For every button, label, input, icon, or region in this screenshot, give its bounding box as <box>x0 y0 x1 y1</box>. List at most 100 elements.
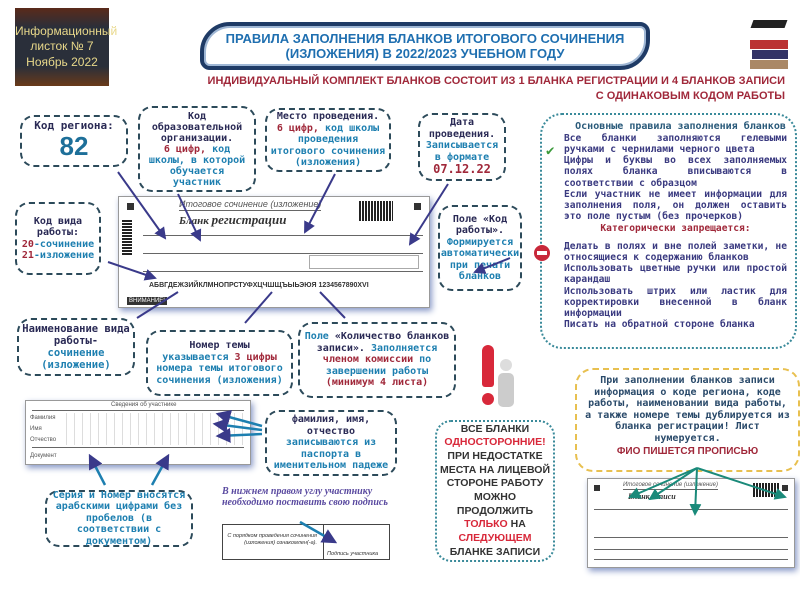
one-sided-notice: ВСЕ БЛАНКИ ОДНОСТОРОННИЕ! ПРИ НЕДОСТАТКЕ… <box>435 420 555 562</box>
callout-title: Код вида работы: <box>33 215 83 239</box>
logo-line: Информационный <box>15 23 118 38</box>
t: ТОЛЬКО НА <box>437 518 553 532</box>
duplicate-info-notice: При заполнении бланков записи информация… <box>575 368 800 472</box>
forbidden-item: Писать на обратной стороне бланка <box>564 319 755 331</box>
signature-instruction: В нижнем правом углу участнику необходим… <box>222 486 388 508</box>
callout-exam-place: Место проведения. 6 цифр, код школы пров… <box>265 108 391 172</box>
callout-text: 6 цифр, код школы, в которой обучается у… <box>143 144 251 188</box>
rules-title: Основные правила заполнения бланков <box>575 121 786 132</box>
callout-title: Поле «Код работы». <box>452 213 508 237</box>
marker <box>127 203 134 210</box>
t: СЛЕДУЮЩЕМ <box>458 531 532 544</box>
callout-text: 6 цифр, код школы проведения итогового с… <box>270 123 386 169</box>
t: номера темы итогового сочинения (изложен… <box>156 363 283 386</box>
form-title: Бланк регистрации <box>179 212 286 229</box>
work-code-field <box>309 255 419 269</box>
callout-text: фамилия, имя, отчество записываются из п… <box>270 414 392 472</box>
callout-work-code: Поле «Код работы». Формируется автоматич… <box>438 205 522 291</box>
callout-title: Наименование вида работы- <box>22 322 130 347</box>
date-format-value: 07.12.22 <box>433 162 491 177</box>
marker <box>414 203 421 210</box>
no-entry-icon <box>534 245 550 261</box>
callout-title: Номер темы <box>189 340 250 351</box>
checkmark-icon: ✔ <box>546 143 555 159</box>
highlight: 6 цифр, <box>163 143 207 155</box>
field-label: Отчество <box>30 437 57 443</box>
exclamation-figure-icon <box>478 345 518 410</box>
subtitle-line: С ОДИНАКОВЫМ КОДОМ РАБОТЫ <box>595 89 785 102</box>
callout-work-type-code: Код вида работы: 20-сочинение 21-изложен… <box>15 202 101 275</box>
books-graduation-cap-icon <box>748 20 793 75</box>
rule-item: Цифры и буквы во всех заполняемых полях … <box>564 155 787 189</box>
callout-rest: сочинение (изложение) <box>41 347 111 372</box>
callout-title: Код образовательной организации. <box>151 110 243 144</box>
callout-series-number: Серия и Номер вносятся арабскими цифрами… <box>45 490 193 547</box>
t: указывается <box>162 351 229 363</box>
form-header: Итоговое сочинение (изложение) <box>179 199 322 211</box>
callout-rest: код школы проведения итогового сочинения… <box>270 122 386 169</box>
t: С порядком проведения сочинения (изложен… <box>227 533 317 546</box>
option-label: -сочинение <box>33 238 95 250</box>
forbidden-item: Делать в полях и вне полей заметки, не о… <box>564 240 787 263</box>
barcode-icon <box>359 201 393 221</box>
option: 21-изложение <box>22 250 94 262</box>
rule-item: Все бланки заполняются гелевыми ручками … <box>564 132 787 155</box>
forbidden-item: Использовать цветные ручки или простой к… <box>564 263 787 286</box>
logo-line: листок № 7 <box>30 39 94 54</box>
callout-record-count: Поле «Количество бланков записи». Заполн… <box>298 322 456 398</box>
t: Бланк <box>179 215 209 227</box>
option-label: -изложение <box>33 250 95 261</box>
t: регистрации <box>211 212 287 227</box>
region-code-value: 82 <box>59 131 89 162</box>
forbidden-title: Категорически запрещается: <box>600 223 751 235</box>
form-header: Итоговое сочинение (изложение) <box>623 482 718 490</box>
letter-cells <box>66 413 246 445</box>
page-title: ПРАВИЛА ЗАПОЛНЕНИЯ БЛАНКОВ ИТОГОВОГО СОЧ… <box>200 22 650 70</box>
code: 21 <box>21 250 34 261</box>
t: членом комиссии <box>322 354 414 366</box>
signature-box-sample: С порядком проведения сочинения (изложен… <box>222 524 390 560</box>
t: ОДНОСТОРОННИЕ! <box>444 436 546 449</box>
t: При заполнении бланков записи информация… <box>585 375 790 444</box>
field-label: Документ <box>30 453 57 459</box>
callout-fio: фамилия, имя, отчество записываются из п… <box>265 410 397 476</box>
barcode-icon <box>753 483 779 497</box>
t: цифры <box>246 351 277 363</box>
rule-item: Если участник не имеет информации для за… <box>564 188 787 223</box>
callout-title: Дата проведения. <box>428 117 496 140</box>
callout-rest: Формируется автоматически при печати бла… <box>440 236 520 283</box>
t: «Количество бланков записи». <box>316 331 450 354</box>
t: Поле <box>304 331 329 343</box>
callout-org-code: Код образовательной организации. 6 цифр,… <box>138 106 256 192</box>
title-line: ПРАВИЛА ЗАПОЛНЕНИЯ БЛАНКОВ ИТОГОВОГО СОЧ… <box>225 31 625 46</box>
t: БЛАНКЕ ЗАПИСИ <box>449 545 541 558</box>
callout-work-name: Наименование вида работы- сочинение (изл… <box>17 318 135 376</box>
t: ТОЛЬКО <box>464 518 508 531</box>
t: ФИО ПИШЕТСЯ ПРОПИСЬЮ <box>616 446 759 457</box>
t: фамилия, имя, отчество <box>291 414 371 437</box>
option: 20-сочинение <box>22 239 94 251</box>
t: записываются из паспорта в именительном … <box>273 437 389 472</box>
callout-label: Код региона: <box>34 118 114 132</box>
barcode-icon <box>122 219 132 255</box>
field-label: Имя <box>30 426 42 432</box>
title-line: (ИЗЛОЖЕНИЯ) В 2022/2023 УЧЕБНОМ ГОДУ <box>285 46 565 61</box>
form-header: Сведения об участнике <box>111 402 177 408</box>
participant-form-sample: Сведения об участнике Фамилия Имя Отчест… <box>25 400 251 465</box>
registration-form-sample: Итоговое сочинение (изложение) Бланк рег… <box>118 196 430 308</box>
code: 20 <box>21 238 34 250</box>
t: 3 <box>234 351 241 363</box>
callout-rest: Записывается в формате <box>425 140 499 163</box>
sample-alphabet: АБВГДЕЖЗИЙКЛМНОПРСТУФХЦЧШЩЪЫЬЭЮЯ 1234567… <box>149 282 369 289</box>
callout-topic-number: Номер темы указывается 3 цифры номера те… <box>146 330 293 396</box>
callout-text: Серия и Номер вносятся арабскими цифрами… <box>52 489 186 547</box>
t: по завершении работы <box>325 354 432 377</box>
callout-rest: код школы, в которой обучается участник <box>148 143 246 188</box>
callout-title: Место проведения. <box>276 111 380 123</box>
callout-text: указывается 3 цифры номера темы итоговог… <box>151 352 288 387</box>
t: СЛЕДУЮЩЕМ БЛАНКЕ ЗАПИСИ <box>437 532 553 559</box>
subtitle-line: ИНДИВИДУАЛЬНЫЙ КОМПЛЕКТ БЛАНКОВ СОСТОИТ … <box>207 75 785 87</box>
t: Заполняется <box>370 342 438 354</box>
callout-region-code: Код региона: 82 <box>20 115 128 167</box>
t: ВСЕ БЛАНКИ <box>460 422 530 435</box>
